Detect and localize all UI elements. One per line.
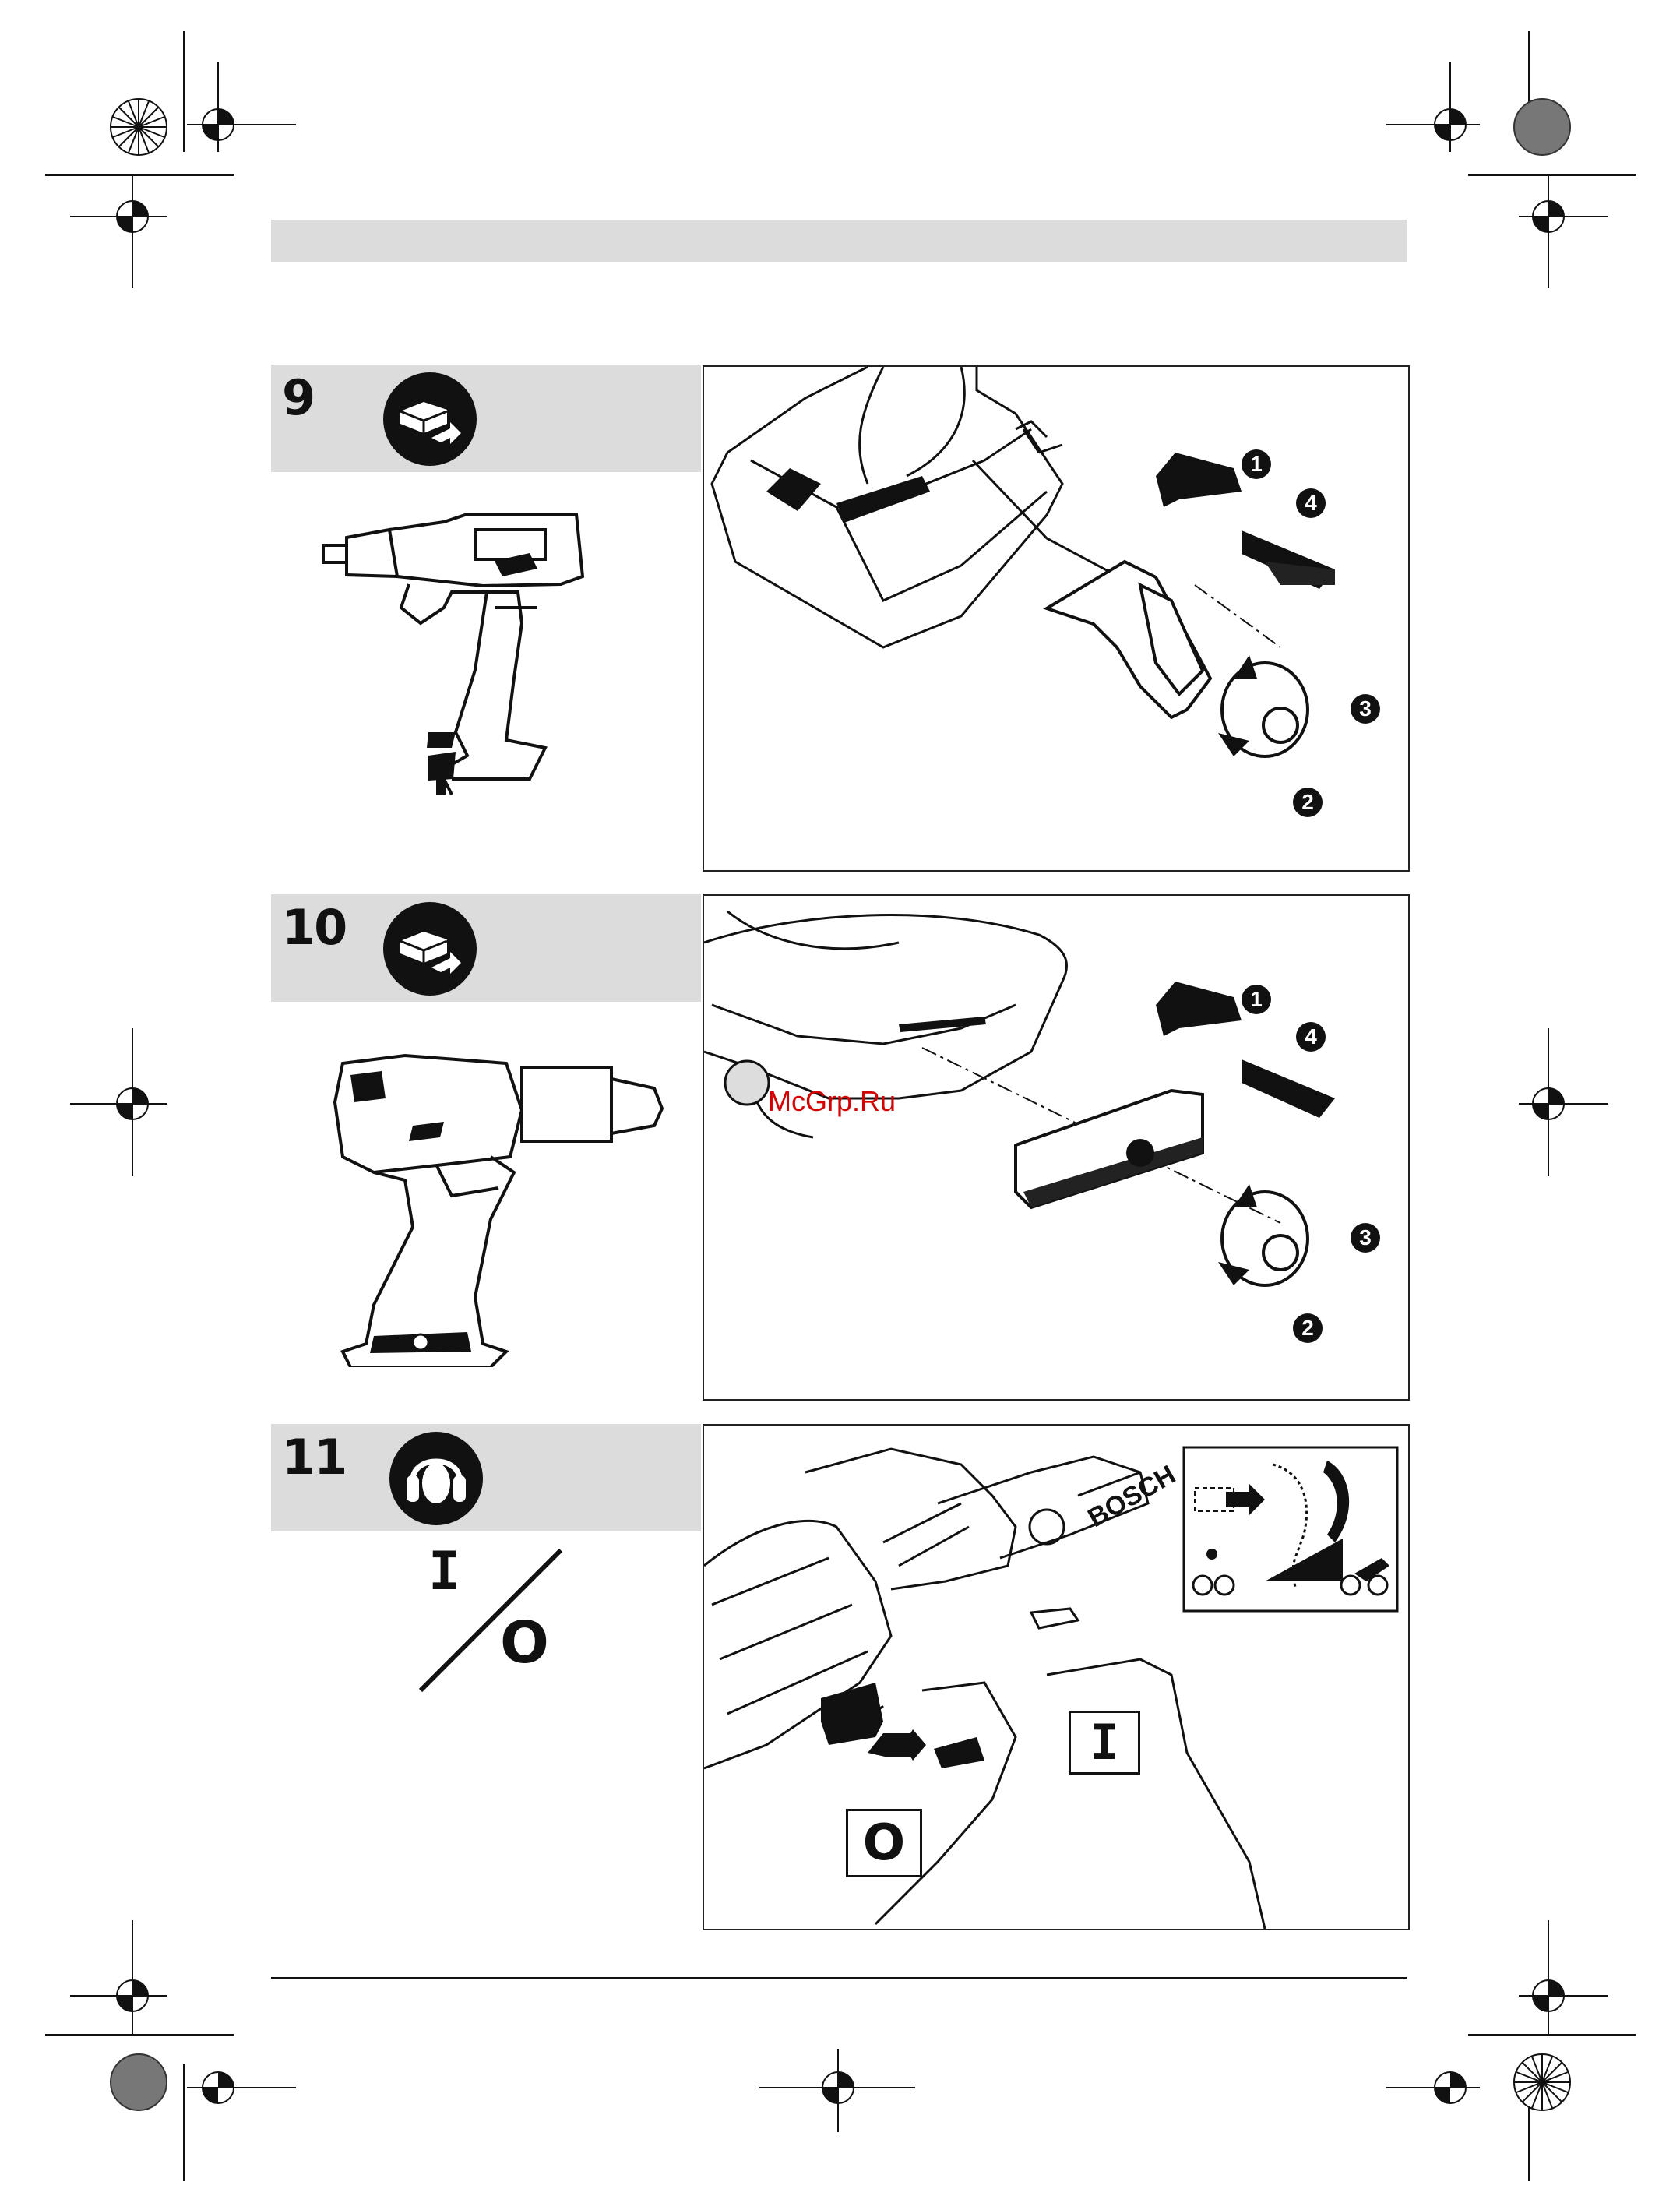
step-marker-2: 2 — [1293, 1313, 1323, 1343]
on-symbol-box: I — [1069, 1711, 1140, 1775]
step-marker-1: 1 — [1242, 985, 1271, 1014]
step-marker-3: 3 — [1351, 694, 1380, 724]
step-9-bar: 9 — [271, 365, 701, 472]
starburst-target-icon — [111, 99, 167, 155]
battery-remove-icon — [383, 902, 477, 996]
step-10-bar: 10 — [271, 894, 701, 1002]
step-number: 11 — [282, 1429, 346, 1486]
step-number: 9 — [282, 369, 314, 426]
step-10-panel: 1 4 3 2 — [703, 894, 1410, 1401]
step-11-bar: 11 — [271, 1424, 701, 1531]
switch-on-label: I — [428, 1541, 460, 1602]
watermark: McGrp.Ru — [768, 1085, 896, 1118]
off-symbol-box: O — [846, 1809, 922, 1877]
on-off-symbol: I O — [413, 1549, 569, 1704]
step-marker-1: 1 — [1242, 449, 1271, 479]
battery-remove-icon — [383, 372, 477, 466]
header-bar — [271, 220, 1407, 262]
hearing-protection-icon — [389, 1432, 483, 1525]
step-marker-3: 3 — [1351, 1223, 1380, 1253]
drill-with-clip-illustration — [312, 499, 592, 795]
step-11-panel: BOSCH I O — [703, 1424, 1410, 1930]
step-9-panel: 1 4 3 2 — [703, 365, 1410, 872]
switch-off-label: O — [500, 1609, 549, 1676]
step-marker-2: 2 — [1293, 788, 1323, 817]
step-marker-4: 4 — [1296, 1022, 1326, 1052]
step-marker-4: 4 — [1296, 488, 1326, 518]
drill-with-holder-illustration — [327, 1040, 670, 1367]
step-number: 10 — [282, 899, 346, 956]
footer-rule — [271, 1977, 1407, 1979]
